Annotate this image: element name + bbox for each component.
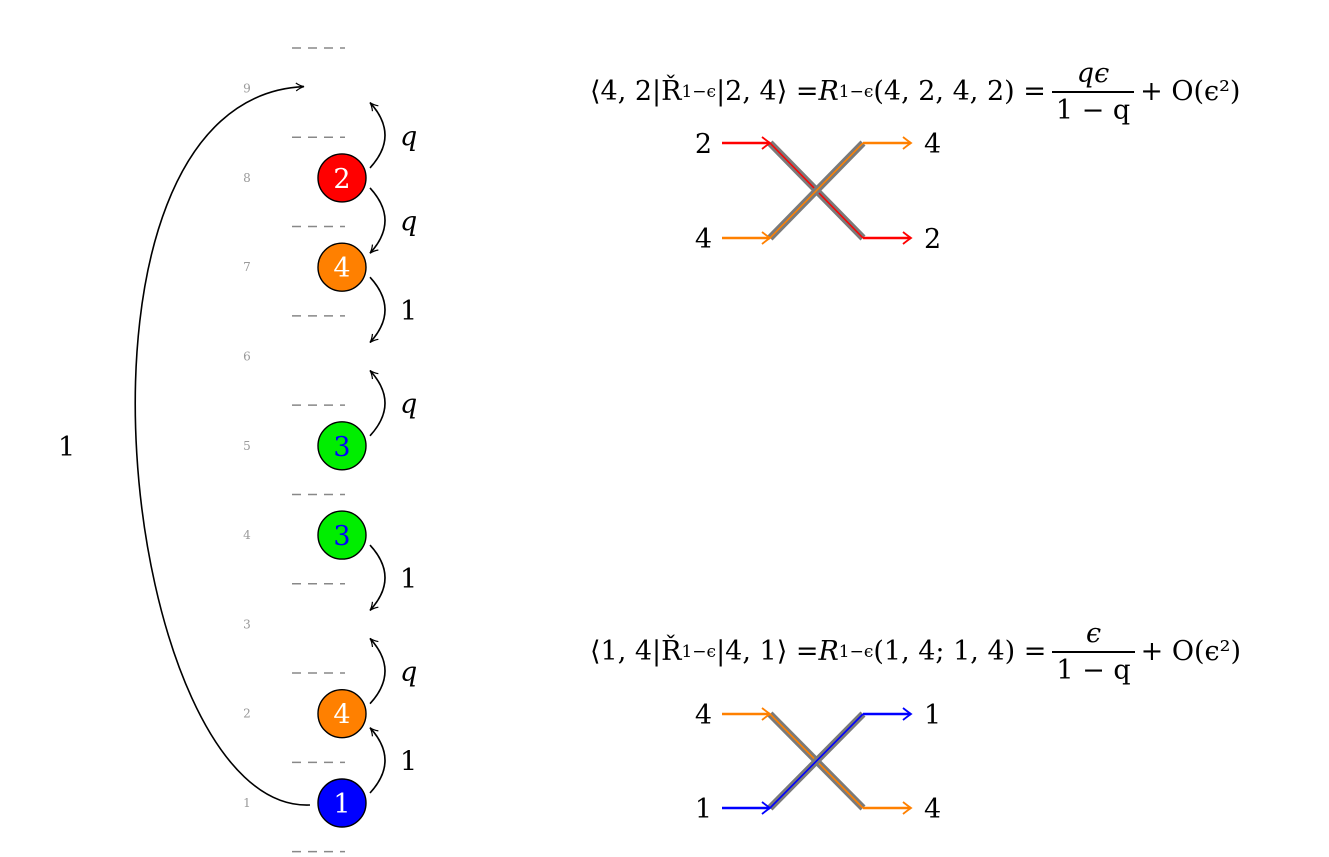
equation-bottom-r-sub: 1−ϵ — [838, 641, 874, 662]
particle-label: 2 — [333, 164, 350, 195]
hop-arrow — [369, 102, 386, 169]
particle-label: 1 — [333, 789, 350, 820]
crossing-arrowhead — [902, 707, 913, 721]
equation-top-lhs: ⟨4, 2|Ř — [590, 76, 682, 108]
hop-arrow — [369, 369, 386, 437]
equation-top-denominator: 1 − q — [1055, 94, 1131, 126]
crossing-out-top-label: 4 — [924, 129, 941, 160]
level-label: 7 — [243, 260, 251, 274]
particle-circle — [317, 153, 367, 203]
fraction-bar — [1052, 651, 1135, 653]
crossing-out-bottom-label: 4 — [924, 794, 941, 825]
hop-rate-label: q — [400, 657, 417, 688]
particle-circle — [317, 242, 367, 292]
crossing-diagram-bottom: 4 1 1 4 — [695, 700, 941, 825]
equation-top-r-args: (4, 2, 4, 2) = — [873, 76, 1046, 108]
long-hop-arrow — [134, 82, 311, 806]
level-label: 3 — [243, 617, 251, 631]
equation-bottom-numerator: ϵ — [1085, 618, 1102, 649]
particle-label: 4 — [333, 700, 350, 731]
crossing-arrowhead — [761, 136, 772, 150]
particle-label: 3 — [333, 521, 350, 552]
hop-rate-label: q — [400, 207, 417, 238]
equation-top-tail: + O(ϵ²) — [1140, 76, 1241, 108]
particle-circle — [317, 510, 367, 560]
equation-top-lhs-sub: 1−ϵ — [681, 81, 717, 102]
crossing-in-bottom-label: 4 — [695, 224, 712, 255]
crossing-out-bottom-label: 2 — [924, 224, 941, 255]
equation-top-r: R — [818, 76, 839, 108]
crossing-out-top-label: 1 — [924, 700, 941, 731]
particle-label: 3 — [333, 432, 350, 463]
crossing-diagram-top: 2 4 4 2 — [695, 129, 941, 255]
equation-top-numerator: qϵ — [1076, 58, 1110, 89]
crossing-arrowhead — [761, 231, 772, 245]
long-hop-rate-label: 1 — [58, 432, 75, 463]
equation-top-lhs-tail: |2, 4⟩ = — [716, 76, 819, 108]
fraction-bar — [1051, 91, 1135, 93]
hop-arrow — [369, 544, 386, 611]
equation-bottom-denominator: 1 − q — [1056, 654, 1131, 686]
hop-rate-label: q — [400, 121, 417, 152]
crossing-in-top-label: 4 — [695, 700, 712, 731]
level-label: 6 — [243, 350, 251, 364]
equation-bottom-lhs-tail: |4, 1⟩ = — [716, 636, 819, 668]
hop-arrow — [369, 727, 386, 794]
equation-bottom-lhs: ⟨1, 4|Ř — [590, 636, 682, 668]
level-label: 4 — [243, 528, 251, 542]
particle-circle — [317, 689, 367, 739]
equation-top-r-sub: 1−ϵ — [838, 81, 874, 102]
equation-bottom-r: R — [818, 636, 839, 668]
hop-rate-label: q — [400, 389, 417, 420]
level-label: 5 — [243, 439, 251, 453]
level-label: 8 — [243, 171, 251, 185]
crossing-arrowhead — [902, 231, 913, 245]
hop-rate-label: 1 — [400, 746, 417, 777]
crossing-arrowhead — [902, 136, 913, 150]
level-label: 1 — [243, 796, 251, 810]
level-label: 9 — [243, 82, 251, 96]
equation-bottom-fraction: ϵ 1 − q — [1052, 618, 1135, 686]
hop-arrow — [369, 637, 386, 705]
level-label: 2 — [243, 707, 251, 721]
crossing-arrowhead — [761, 801, 772, 815]
hop-rate-label: 1 — [400, 296, 417, 327]
hop-rate-label: 1 — [400, 564, 417, 595]
equation-bottom-tail: + O(ϵ²) — [1140, 636, 1241, 668]
hop-arrow — [369, 187, 386, 254]
crossing-arrowhead — [761, 707, 772, 721]
crossing-strand-core — [769, 713, 864, 809]
crossing-in-top-label: 2 — [695, 129, 712, 160]
particle-circle — [317, 778, 367, 828]
equation-top-fraction: qϵ 1 − q — [1051, 58, 1135, 126]
particle-label: 4 — [333, 253, 350, 284]
crossing-strand-core — [769, 142, 864, 239]
equation-bottom-r-args: (1, 4; 1, 4) = — [873, 636, 1047, 668]
crossing-arrowhead — [902, 801, 913, 815]
hop-arrow — [369, 276, 386, 344]
crossing-in-bottom-label: 1 — [695, 794, 712, 825]
equation-bottom-lhs-sub: 1−ϵ — [681, 641, 717, 662]
particle-circle — [317, 421, 367, 471]
